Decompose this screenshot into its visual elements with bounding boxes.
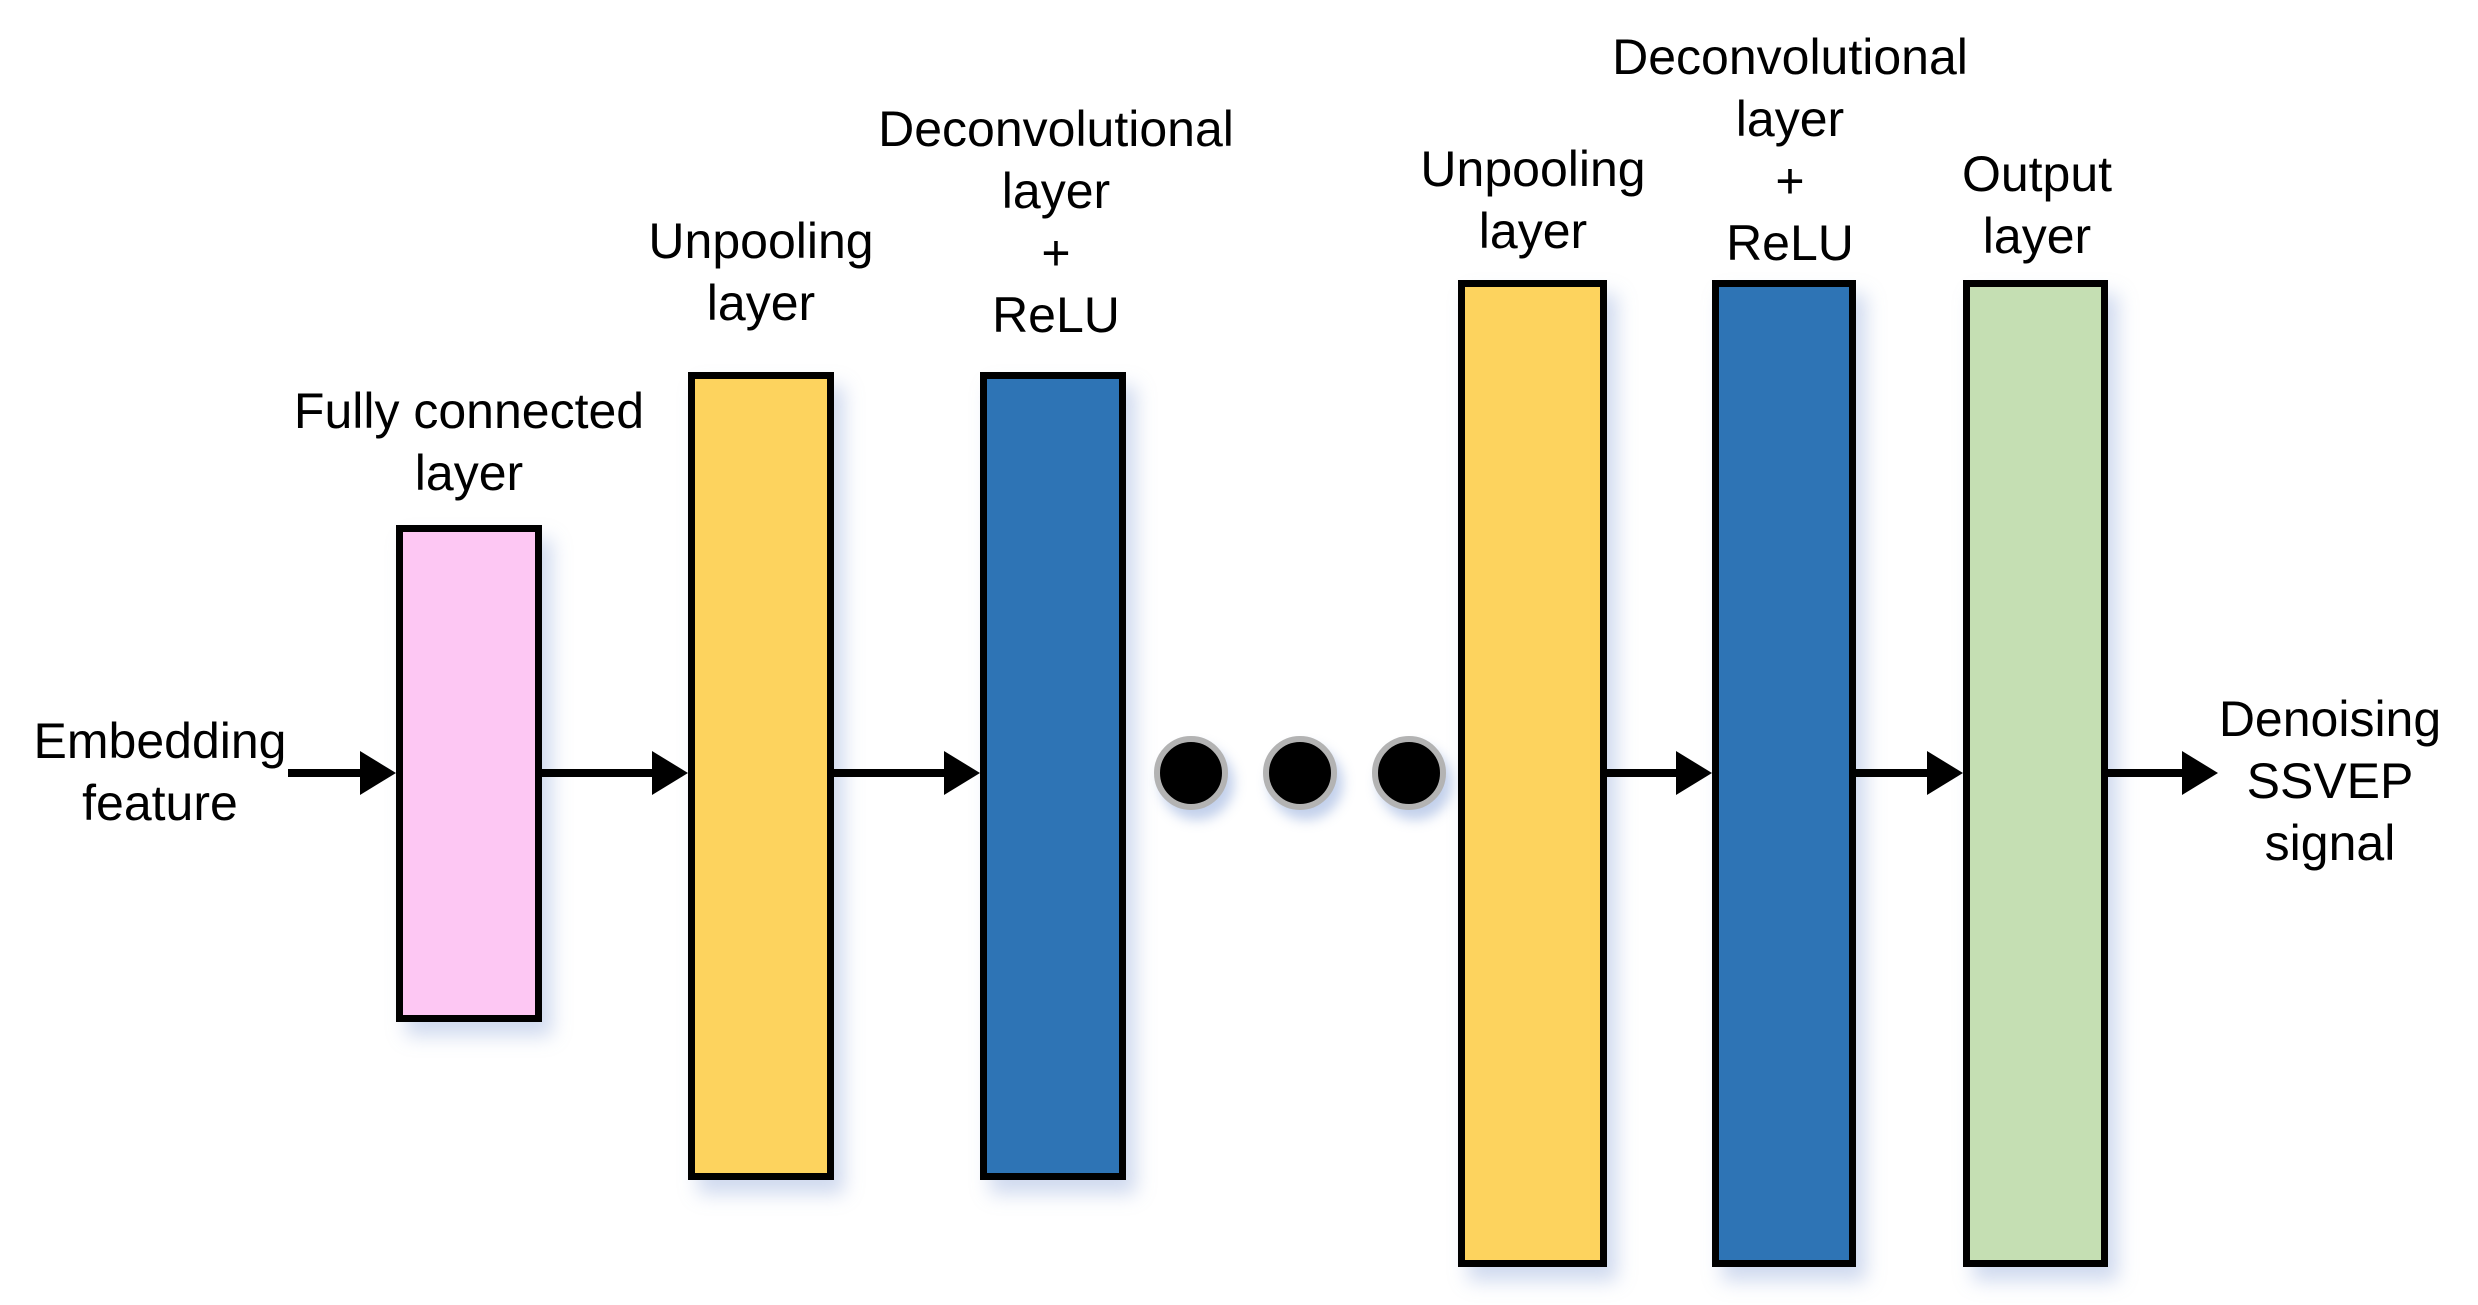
- arrow-output-to-result: [2107, 751, 2218, 795]
- arrow-unpooling-1-to-deconvolutional-1: [834, 751, 980, 795]
- ellipsis-dot-icon: [1154, 736, 1228, 810]
- unpooling-layer-2-box: [1458, 280, 1607, 1267]
- arrow-shaft: [1607, 769, 1682, 777]
- ellipsis-dot-icon: [1372, 736, 1446, 810]
- output-layer-box: [1963, 280, 2108, 1267]
- arrow-shaft: [2107, 769, 2188, 777]
- arrow-input-to-fully-connected: [288, 751, 396, 795]
- arrow-head-icon: [360, 751, 396, 795]
- fully-connected-layer-box: [396, 525, 542, 1022]
- result-signal-label: Denoising SSVEP signal: [2218, 691, 2442, 871]
- deconvolutional-layer-2-label: Deconvolutional layer + ReLU: [1612, 29, 1968, 271]
- arrow-head-icon: [1676, 751, 1712, 795]
- arrow-head-icon: [1927, 751, 1963, 795]
- arrow-deconvolutional-2-to-output: [1856, 751, 1963, 795]
- deconvolutional-layer-1-label: Deconvolutional layer + ReLU: [878, 101, 1234, 343]
- arrow-head-icon: [652, 751, 688, 795]
- arrow-head-icon: [944, 751, 980, 795]
- output-layer-label: Output layer: [1961, 146, 2113, 264]
- arrow-shaft: [834, 769, 950, 777]
- arrow-head-icon: [2182, 751, 2218, 795]
- arrow-unpooling-2-to-deconvolutional-2: [1607, 751, 1712, 795]
- deconvolutional-layer-2-box: [1712, 280, 1856, 1267]
- deconvolutional-layer-1-box: [980, 372, 1126, 1180]
- arrow-fully-connected-to-unpooling-1: [542, 751, 688, 795]
- fully-connected-layer-label: Fully connected layer: [293, 383, 645, 501]
- arrow-shaft: [288, 769, 366, 777]
- arrow-shaft: [1856, 769, 1933, 777]
- ellipsis-dots: [1154, 736, 1446, 810]
- arrow-shaft: [542, 769, 658, 777]
- ellipsis-dot-icon: [1263, 736, 1337, 810]
- unpooling-layer-1-box: [688, 372, 834, 1180]
- input-feature-label: Embedding feature: [33, 713, 287, 831]
- unpooling-layer-2-label: Unpooling layer: [1420, 141, 1646, 259]
- unpooling-layer-1-label: Unpooling layer: [648, 213, 874, 331]
